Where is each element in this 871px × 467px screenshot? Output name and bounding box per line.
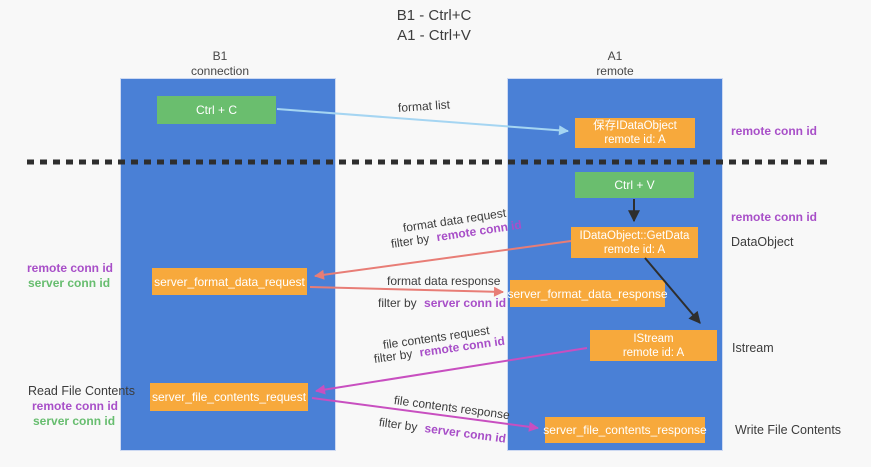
istream-label: Istream: [732, 341, 774, 355]
server-conn-id-text: server conn id: [424, 296, 507, 310]
left-remote-conn-id-label: remote conn id: [32, 399, 119, 413]
getdata-line1: IDataObject::GetData: [579, 229, 690, 242]
file-contents-response-label: file contents response: [393, 393, 511, 423]
ctrl-v-label: Ctrl + V: [614, 178, 655, 192]
left-server-conn-id-label: server conn id: [28, 276, 111, 290]
server-format-data-response-box: server_format_data_response: [507, 280, 668, 307]
filter-by-text: filter by: [389, 231, 431, 251]
write-file-contents-label: Write File Contents: [735, 423, 842, 437]
ctrl-v-step-box: Ctrl + V: [575, 172, 694, 198]
save-idataobject-line1: 保存IDataObject: [593, 120, 677, 132]
lane-b1-role: connection: [190, 64, 250, 78]
server-conn-id-text: server conn id: [423, 421, 507, 446]
format-request-label: server_format_data_request: [154, 274, 305, 289]
read-file-contents-label: Read File Contents: [28, 384, 136, 398]
filter-by-server-conn-id-label: filter by server conn id: [378, 296, 506, 310]
file-request-label: server_file_contents_request: [151, 390, 307, 404]
format-data-response-label: format data response: [387, 274, 501, 288]
format-list-label: format list: [397, 97, 451, 115]
lane-a1-role: remote: [596, 64, 634, 78]
dataobject-label: DataObject: [731, 235, 794, 249]
diagram-title: B1 - Ctrl+C A1 - Ctrl+V: [329, 6, 539, 46]
title-line-1: B1 - Ctrl+C: [396, 7, 472, 24]
lane-header-b1: B1 connection: [112, 49, 328, 79]
ctrl-c-step-box: Ctrl + C: [157, 96, 276, 124]
idataobject-getdata-box: IDataObject::GetData remote id: A: [571, 227, 698, 258]
file-response-label: server_file_contents_response: [543, 423, 707, 437]
title-line-2: A1 - Ctrl+V: [397, 27, 471, 44]
lane-a1-name: A1: [607, 49, 623, 63]
left-server-conn-id-label: server conn id: [33, 414, 116, 428]
save-idataobject-box: 保存IDataObject remote id: A: [575, 118, 695, 148]
right-remote-conn-id-label: remote conn id: [731, 210, 818, 224]
filter-by-text: filter by: [378, 415, 419, 434]
filter-by-text: filter by: [373, 346, 414, 366]
istream-line1: IStream: [633, 332, 674, 345]
ctrl-c-label: Ctrl + C: [195, 103, 237, 117]
istream-box: IStream remote id: A: [590, 330, 717, 361]
save-idataobject-line2: remote id: A: [604, 134, 666, 146]
server-file-contents-response-box: server_file_contents_response: [543, 417, 707, 443]
lane-header-a1: A1 remote: [507, 49, 723, 79]
left-remote-conn-id-label: remote conn id: [27, 261, 114, 275]
lane-b1-name: B1: [212, 49, 228, 63]
filter-by-text: filter by: [378, 296, 417, 310]
istream-line2: remote id: A: [622, 346, 685, 359]
getdata-line2: remote id: A: [603, 243, 666, 256]
server-file-contents-request-box: server_file_contents_request: [150, 383, 308, 411]
server-format-data-request-box: server_format_data_request: [152, 268, 307, 295]
filter-by-server-conn-id-label: filter by server conn id: [378, 415, 507, 446]
format-response-label: server_format_data_response: [507, 286, 668, 301]
right-remote-conn-id-label: remote conn id: [731, 124, 818, 138]
